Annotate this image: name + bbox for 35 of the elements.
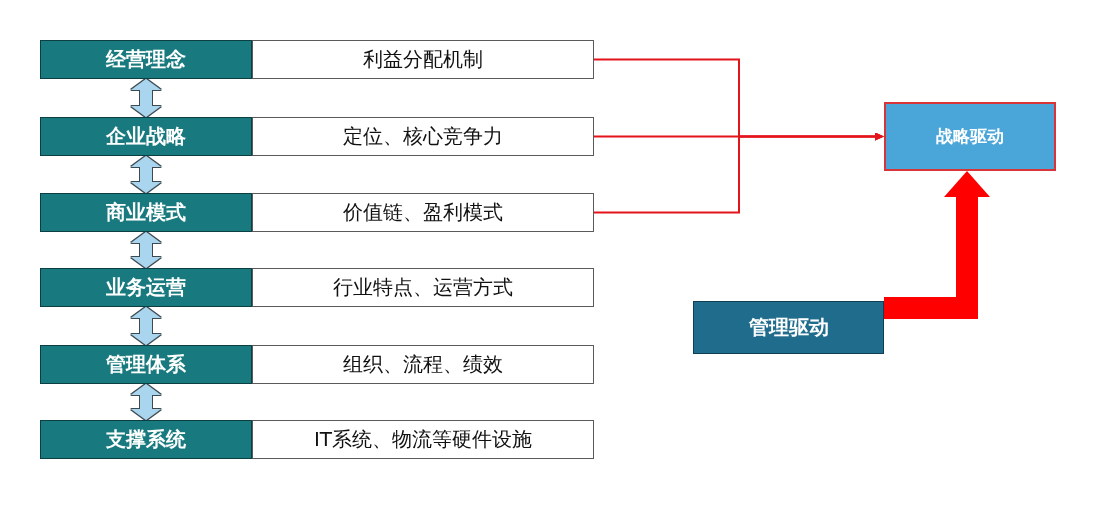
double-arrow — [131, 79, 161, 117]
box-label: 价值链、盈利模式 — [343, 199, 503, 226]
box-label: 支撑系统 — [106, 426, 186, 453]
description-box — [252, 268, 594, 307]
box-label: 业务运营 — [106, 274, 186, 301]
description-box — [252, 40, 594, 79]
description-box — [252, 420, 594, 459]
box-label: 定位、核心竞争力 — [343, 123, 503, 150]
box-label: 战略驱动 — [936, 125, 1004, 148]
box-label: 企业战略 — [106, 123, 186, 150]
category-box — [40, 40, 252, 79]
description-box — [252, 345, 594, 384]
thick-arrow — [884, 171, 990, 319]
box-label: 经营理念 — [106, 46, 186, 73]
double-arrow — [131, 384, 161, 420]
double-arrow — [131, 307, 161, 345]
box-label: 利益分配机制 — [363, 46, 483, 73]
box-label: 管理驱动 — [748, 314, 829, 341]
double-arrow — [131, 232, 161, 268]
double-arrow — [131, 156, 161, 193]
box-label: 组织、流程、绩效 — [343, 351, 503, 378]
category-box — [40, 420, 252, 459]
process-box — [693, 301, 884, 354]
description-box — [252, 193, 594, 232]
arrow — [593, 132, 884, 214]
description-box — [252, 117, 594, 156]
goal-box — [884, 102, 1056, 171]
box-label: 商业模式 — [106, 199, 186, 226]
category-box — [40, 268, 252, 307]
category-box — [40, 117, 252, 156]
box-label: 管理体系 — [106, 351, 186, 378]
category-box — [40, 193, 252, 232]
category-box — [40, 345, 252, 384]
box-label: 行业特点、运营方式 — [333, 274, 513, 301]
box-label: IT系统、物流等硬件设施 — [313, 426, 533, 453]
